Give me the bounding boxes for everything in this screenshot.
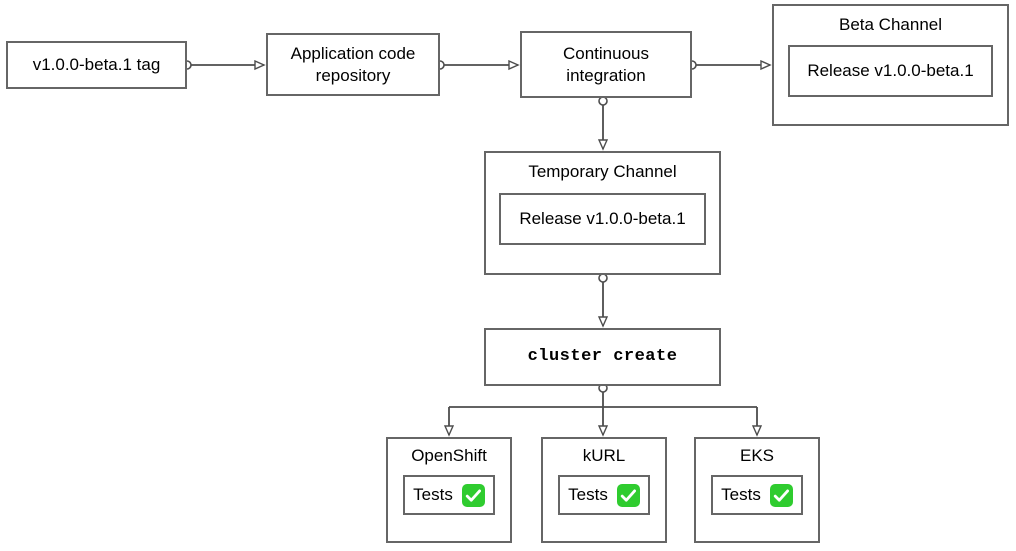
- cluster-create-label: cluster create: [527, 347, 678, 367]
- kurl-tests-label: Tests: [568, 485, 608, 504]
- temporary-channel-release-box[interactable]: Release v1.0.0-beta.1: [499, 193, 706, 245]
- node-kurl[interactable]: kURL Tests: [541, 437, 667, 543]
- edge-temporary-channel-to-cluster-create: [599, 273, 607, 326]
- check-mark-button-icon: [461, 483, 485, 507]
- node-ci-label-line1: Continuous: [562, 44, 649, 64]
- eks-tests-label: Tests: [721, 485, 761, 504]
- node-repo-label-line2: repository: [315, 65, 391, 85]
- edge-ci-to-temporary-channel: [599, 96, 607, 149]
- eks-title: EKS: [739, 446, 775, 465]
- node-repo-label-line1: Application code: [290, 44, 416, 64]
- node-cluster-create[interactable]: cluster create: [484, 328, 721, 386]
- node-temporary-channel[interactable]: Temporary Channel Release v1.0.0-beta.1: [484, 151, 721, 275]
- node-tag[interactable]: v1.0.0-beta.1 tag: [6, 41, 187, 89]
- node-tag-label: v1.0.0-beta.1 tag: [32, 55, 161, 75]
- beta-channel-title: Beta Channel: [838, 15, 943, 34]
- openshift-title: OpenShift: [411, 446, 487, 465]
- node-ci-label-line2: integration: [566, 65, 646, 85]
- beta-channel-release-label: Release v1.0.0-beta.1: [807, 61, 974, 80]
- edge-repo-to-ci: [435, 61, 518, 69]
- node-continuous-integration[interactable]: Continuous integration: [520, 31, 692, 98]
- temporary-channel-title: Temporary Channel: [528, 162, 677, 181]
- node-beta-channel[interactable]: Beta Channel Release v1.0.0-beta.1: [772, 4, 1009, 126]
- node-eks[interactable]: EKS Tests: [694, 437, 820, 543]
- check-mark-button-icon: [616, 483, 640, 507]
- edge-cluster-create-to-platforms: [449, 383, 757, 435]
- openshift-tests-box[interactable]: Tests: [403, 475, 495, 515]
- edge-tag-to-repo: [182, 61, 264, 69]
- edge-ci-to-beta-channel: [687, 61, 770, 69]
- node-application-code-repository[interactable]: Application code repository: [266, 33, 440, 96]
- temporary-channel-release-label: Release v1.0.0-beta.1: [519, 209, 686, 228]
- check-mark-button-icon: [769, 483, 793, 507]
- eks-tests-box[interactable]: Tests: [711, 475, 803, 515]
- beta-channel-release-box[interactable]: Release v1.0.0-beta.1: [788, 45, 993, 97]
- openshift-tests-label: Tests: [413, 485, 453, 504]
- node-openshift[interactable]: OpenShift Tests: [386, 437, 512, 543]
- kurl-title: kURL: [582, 446, 626, 465]
- kurl-tests-box[interactable]: Tests: [558, 475, 650, 515]
